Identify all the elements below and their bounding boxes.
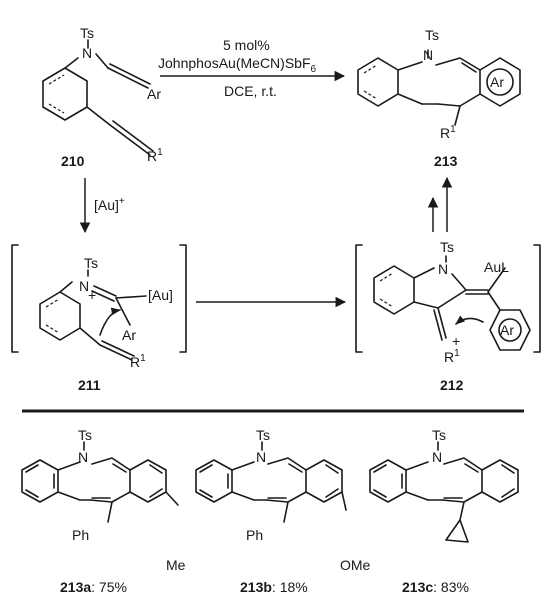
product-caption: 213a: 75%	[60, 579, 127, 595]
ts-label: Ts	[80, 25, 94, 41]
methyl-label: Me	[166, 557, 186, 573]
compound-number: 210	[61, 153, 85, 169]
compound-number: 212	[440, 377, 464, 393]
plus-charge: +	[452, 333, 460, 349]
compound-210: Ts N Ar R1 210	[42, 25, 163, 169]
methoxy-label: OMe	[340, 557, 371, 573]
catalyst-name: JohnphosAu(MeCN)SbF6	[158, 55, 317, 75]
phenyl-label: Ph	[72, 527, 89, 543]
compound-number: 213	[434, 153, 458, 169]
nitrogen-label: N	[423, 47, 433, 63]
aul-label: AuL	[484, 259, 509, 275]
ts-label: Ts	[256, 427, 270, 443]
ar-label: Ar	[147, 86, 161, 102]
compound-213: Ts N Ar R1 213	[357, 27, 521, 169]
reaction-arrow-main: 5 mol% JohnphosAu(MeCN)SbF6 DCE, r.t.	[158, 37, 346, 99]
ts-label: Ts	[78, 427, 92, 443]
intermediate-211: Ts N + [Au] Ar R1 211	[11, 244, 187, 393]
nitrogen-label: N	[438, 261, 448, 277]
ts-label: Ts	[425, 27, 439, 43]
ts-label: Ts	[432, 427, 446, 443]
up-arrows	[427, 176, 453, 232]
ts-label: Ts	[84, 255, 98, 271]
r-label: R1	[440, 124, 456, 141]
gold-label: [Au]	[148, 287, 173, 303]
catalyst-loading: 5 mol%	[223, 37, 270, 53]
ar-label: Ar	[490, 74, 504, 90]
product-213c: Ts N 213c: 83%	[369, 427, 519, 595]
r-label: R1	[444, 348, 460, 365]
gold-catalyst-label: [Au]+	[94, 196, 125, 213]
nitrogen-label: N	[78, 449, 88, 465]
product-caption: 213b: 18%	[240, 579, 308, 595]
compound-number: 211	[78, 377, 101, 393]
r-label: R1	[130, 353, 146, 370]
product-caption: 213c: 83%	[402, 579, 469, 595]
gold-activation-arrow: [Au]+	[79, 178, 125, 234]
nitrogen-label: N	[82, 45, 92, 61]
nitrogen-label: N	[79, 278, 89, 294]
ar-label: Ar	[122, 327, 136, 343]
solvent-conditions: DCE, r.t.	[224, 83, 277, 99]
product-213b: Ts N Ph OMe 213b: 18%	[195, 427, 371, 595]
plus-charge: +	[88, 287, 96, 303]
nitrogen-label: N	[432, 449, 442, 465]
ar-label: Ar	[500, 322, 514, 338]
nitrogen-label: N	[256, 449, 266, 465]
product-213a: Ts N Ph Me 213a: 75%	[21, 427, 186, 595]
intermediate-212: Ts N AuL Ar + R1 212	[355, 239, 541, 393]
ts-label: Ts	[440, 239, 454, 255]
phenyl-label: Ph	[246, 527, 263, 543]
r-label: R1	[147, 147, 163, 164]
